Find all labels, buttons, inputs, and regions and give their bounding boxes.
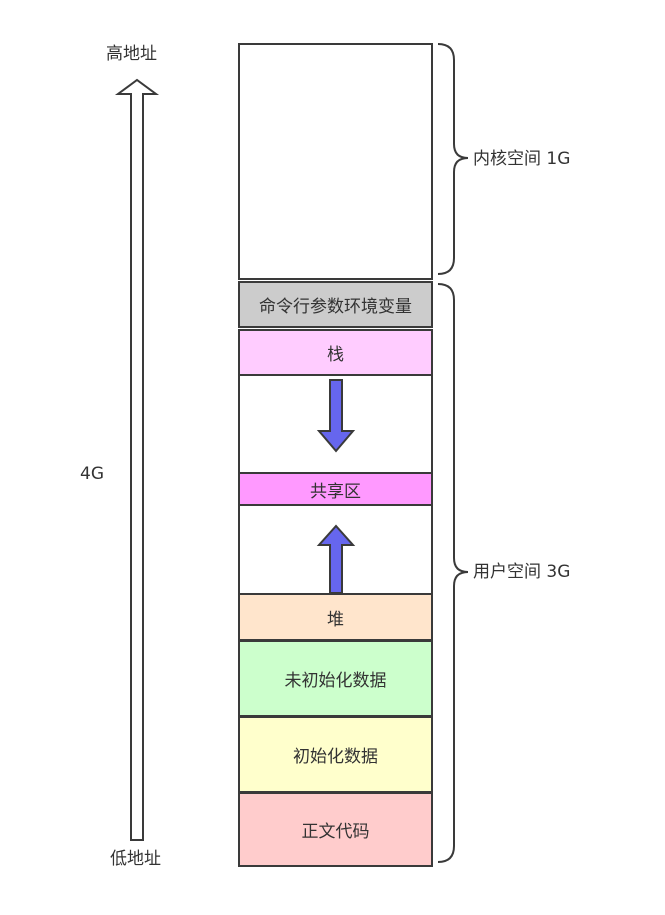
stack-segment: 栈 [238, 329, 433, 376]
kernel-space-block [238, 43, 433, 280]
bss-segment: 未初始化数据 [238, 640, 433, 717]
low-address-label: 低地址 [110, 849, 161, 869]
bss-label: 未初始化数据 [284, 671, 387, 691]
data-label: 初始化数据 [293, 747, 378, 767]
kernel-space-brace [437, 43, 469, 275]
shared-label: 共享区 [310, 481, 361, 502]
data-segment: 初始化数据 [238, 716, 433, 793]
user-space-brace [437, 283, 469, 863]
heap-label: 堆 [327, 609, 344, 630]
address-direction-arrow [114, 78, 160, 841]
total-size-label: 4G [80, 464, 104, 484]
text-code-label: 正文代码 [301, 822, 370, 842]
text-segment: 正文代码 [238, 792, 433, 867]
cmdline-env-label: 命令行参数环境变量 [259, 297, 412, 317]
kernel-space-label: 内核空间 1G [473, 149, 571, 169]
shared-segment: 共享区 [238, 472, 433, 506]
stack-label: 栈 [327, 345, 344, 365]
heap-growth-up-arrow [316, 524, 356, 594]
cmdline-env-segment: 命令行参数环境变量 [238, 281, 433, 328]
stack-growth-down-arrow [316, 379, 356, 453]
high-address-label: 高地址 [106, 44, 157, 64]
heap-segment: 堆 [238, 593, 433, 641]
user-space-label: 用户空间 3G [473, 562, 571, 582]
